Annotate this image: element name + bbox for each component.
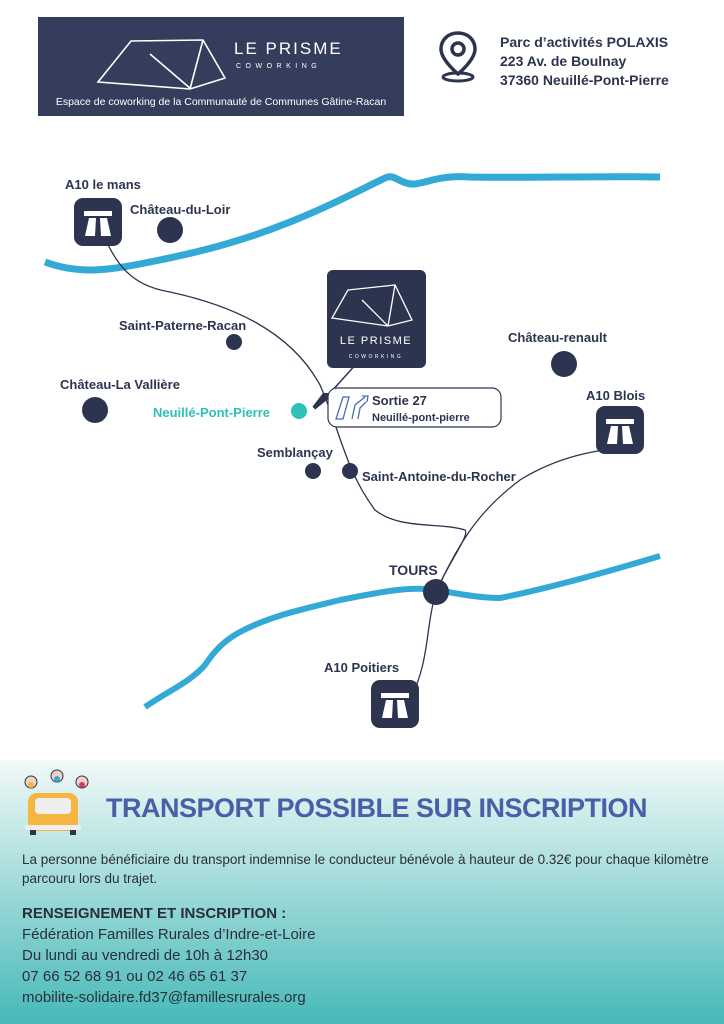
river-loire bbox=[143, 553, 661, 710]
river-north bbox=[43, 173, 661, 274]
exit-title: Sortie 27 bbox=[372, 393, 427, 408]
location-pin-icon bbox=[439, 31, 477, 83]
town-dot-neuille bbox=[291, 403, 307, 419]
road-a10-east bbox=[435, 447, 621, 593]
town-dot-chateau-renault bbox=[551, 351, 577, 377]
highway-icon bbox=[596, 406, 644, 454]
transport-title: TRANSPORT POSSIBLE SUR INSCRIPTION bbox=[106, 793, 648, 823]
label-semblancay: Semblançay bbox=[257, 445, 334, 460]
address-line-3: 37360 Neuillé-Pont-Pierre bbox=[500, 72, 669, 88]
brand-name: LE PRISME bbox=[234, 39, 343, 58]
label-a10-le-mans: A10 le mans bbox=[65, 177, 141, 192]
tagline: Espace de coworking de la Communauté de … bbox=[55, 96, 387, 108]
highway-icon bbox=[371, 680, 419, 728]
transport-section: TRANSPORT POSSIBLE SUR INSCRIPTION La pe… bbox=[0, 760, 724, 1024]
exit-27-callout: Sortie 27 Neuillé-pont-pierre bbox=[327, 387, 502, 428]
email-link[interactable]: mobilite-solidaire.fd37@famillesrurales.… bbox=[22, 989, 306, 1006]
contact-info: RENSEIGNEMENT ET INSCRIPTION : Fédératio… bbox=[22, 903, 315, 1008]
le-prisme-map-logo: LE PRISME COWORKING bbox=[327, 270, 426, 368]
highway-icon bbox=[74, 198, 122, 246]
car-pool-icon bbox=[24, 769, 89, 835]
address-line-2: 223 Av. de Boulnay bbox=[500, 53, 627, 69]
label-neuille: Neuillé-Pont-Pierre bbox=[153, 405, 270, 420]
label-a10-blois: A10 Blois bbox=[586, 388, 645, 403]
town-dot-chateau-du-loir bbox=[157, 217, 183, 243]
pointer-arrow-icon bbox=[312, 393, 336, 410]
label-saint-antoine: Saint-Antoine-du-Rocher bbox=[362, 469, 516, 484]
organization: Fédération Familles Rurales d’Indre-et-L… bbox=[22, 926, 316, 943]
brand-subtitle: COWORKING bbox=[236, 63, 322, 70]
label-chateau-du-loir: Château-du-Loir bbox=[130, 202, 230, 217]
town-dot-saint-paterne bbox=[226, 334, 242, 350]
highway-exit-icon bbox=[335, 395, 369, 420]
map-logo-sub: COWORKING bbox=[349, 354, 403, 360]
exit-subtitle: Neuillé-pont-pierre bbox=[372, 412, 470, 424]
address-line-1: Parc d’activités POLAXIS bbox=[500, 34, 669, 50]
town-dot-saint-antoine bbox=[342, 463, 358, 479]
label-tours: TOURS bbox=[389, 562, 438, 578]
town-dot-tours bbox=[423, 579, 449, 605]
transport-description: La personne bénéficiaire du transport in… bbox=[22, 852, 709, 886]
phone-numbers[interactable]: 07 66 52 68 91 ou 02 46 65 61 37 bbox=[22, 968, 248, 985]
town-dot-chateau-la-valliere bbox=[82, 397, 108, 423]
address-block: Parc d’activités POLAXIS 223 Av. de Boul… bbox=[500, 33, 669, 90]
map-logo-brand: LE PRISME bbox=[340, 335, 412, 347]
label-chateau-la-valliere: Château-La Vallière bbox=[60, 377, 180, 392]
label-saint-paterne: Saint-Paterne-Racan bbox=[119, 318, 246, 333]
opening-hours: Du lundi au vendredi de 10h à 12h30 bbox=[22, 947, 269, 964]
label-a10-poitiers: A10 Poitiers bbox=[324, 660, 399, 675]
info-heading: RENSEIGNEMENT ET INSCRIPTION : bbox=[22, 905, 287, 922]
le-prisme-logo-banner: LE PRISME COWORKING Espace de coworking … bbox=[38, 17, 404, 116]
map: A10 le mans A10 Blois A10 Poitiers Châte… bbox=[43, 173, 661, 728]
town-dot-semblancay bbox=[305, 463, 321, 479]
label-chateau-renault: Château-renault bbox=[508, 330, 608, 345]
prism-logo-icon bbox=[96, 39, 227, 90]
